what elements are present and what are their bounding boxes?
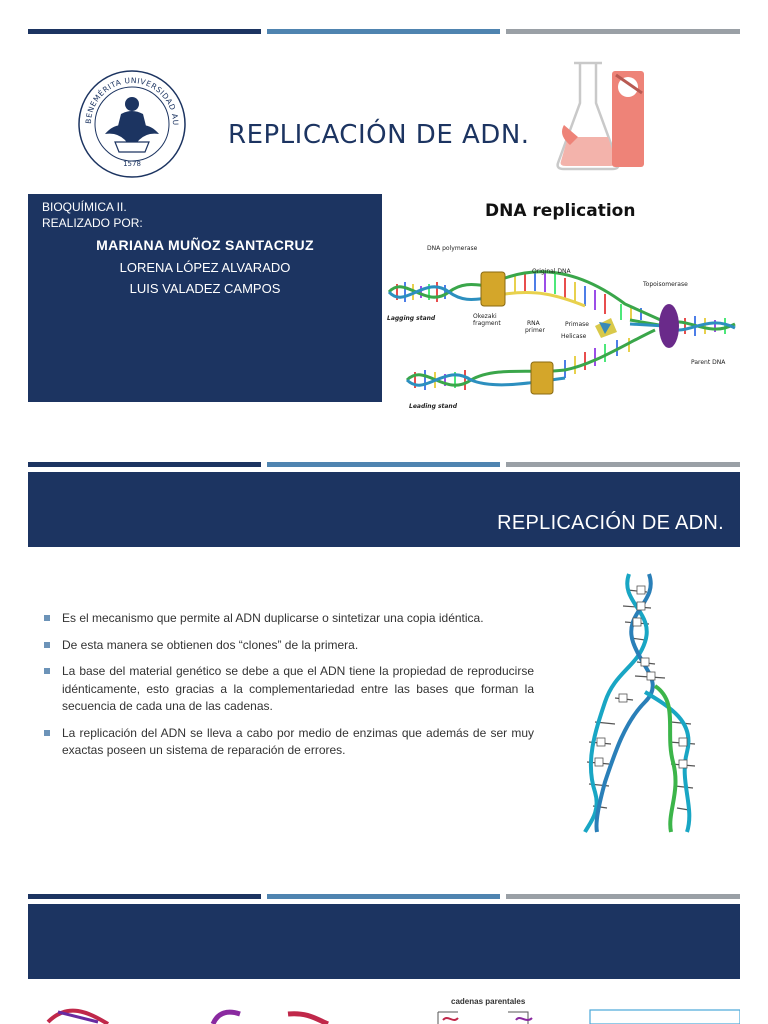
slide-header <box>28 904 740 979</box>
label-fragment: fragment <box>473 320 501 327</box>
label-parent-dna: Parent DNA <box>691 359 726 366</box>
bullet-icon <box>44 668 50 674</box>
label-leading-strand: Leading stand <box>409 403 458 410</box>
label-rna: RNA <box>527 320 541 327</box>
stripe-navy <box>28 462 261 467</box>
label-original-dna: Original DNA <box>532 268 571 275</box>
stripe-blue <box>267 894 500 899</box>
bullet-text: De esta manera se obtienen dos “clones” … <box>62 637 359 652</box>
authors-box: BIOQUÍMICA II. REALIZADO POR: MARIANA MU… <box>28 194 382 402</box>
made-by-label: REALIZADO POR: <box>42 216 143 230</box>
bottom-illustrations <box>46 1008 740 1024</box>
label-primer: primer <box>525 327 545 334</box>
university-seal-logo: BENEMÉRITA UNIVERSIDAD AUTÓNOMA DE PUEBL… <box>77 68 186 178</box>
stripe-navy <box>28 29 261 34</box>
bullet-text: Es el mecanismo que permite al ADN dupli… <box>62 611 484 625</box>
slide-header: REPLICACIÓN DE ADN. <box>28 472 740 547</box>
label-lagging-strand: Lagging stand <box>387 315 436 322</box>
bullet-icon <box>44 615 50 621</box>
bullet-text: La replicación del ADN se lleva a cabo p… <box>62 725 534 758</box>
stripe-navy <box>28 894 261 899</box>
slide-title: REPLICACIÓN DE ADN. <box>497 512 724 534</box>
author-name: LORENA LÓPEZ ALVARADO <box>119 260 291 275</box>
label-primase: Primase <box>565 321 589 328</box>
label-dna-polymerase: DNA polymerase <box>427 245 478 252</box>
bullet-list: Es el mecanismo que permite al ADN dupli… <box>42 610 534 769</box>
list-item: De esta manera se obtienen dos “clones” … <box>42 637 534 655</box>
bullet-text: La base del material genético se debe a … <box>62 664 534 713</box>
stripe-gray <box>506 29 740 34</box>
list-item: La base del material genético se debe a … <box>42 663 534 716</box>
page-title: REPLICACIÓN DE ADN. <box>228 120 530 150</box>
dna-helix-illustration <box>583 573 696 833</box>
author-name: LUIS VALADEZ CAMPOS <box>129 281 281 296</box>
caption-parental-strands: cadenas parentales <box>451 997 526 1006</box>
stripe-gray <box>506 462 740 467</box>
seal-year: 1578 <box>123 160 141 168</box>
dna-replication-diagram: DNA replication <box>387 201 736 410</box>
stripe-gray <box>506 894 740 899</box>
label-helicase: Helicase <box>561 333 587 340</box>
list-item: Es el mecanismo que permite al ADN dupli… <box>42 610 534 628</box>
stripe-blue <box>267 29 500 34</box>
flask-icon <box>556 61 644 171</box>
author-name: MARIANA MUÑOZ SANTACRUZ <box>96 237 314 253</box>
diagram-title: DNA replication <box>485 201 635 221</box>
label-topoisomerase: Topoisomerase <box>642 281 688 288</box>
stripe-blue <box>267 462 500 467</box>
list-item: La replicación del ADN se lleva a cabo p… <box>42 725 534 760</box>
bullet-icon <box>44 729 50 736</box>
bullet-icon <box>44 641 50 648</box>
label-okazaki: Okezaki <box>473 313 497 320</box>
subject-label: BIOQUÍMICA II. <box>42 200 127 214</box>
